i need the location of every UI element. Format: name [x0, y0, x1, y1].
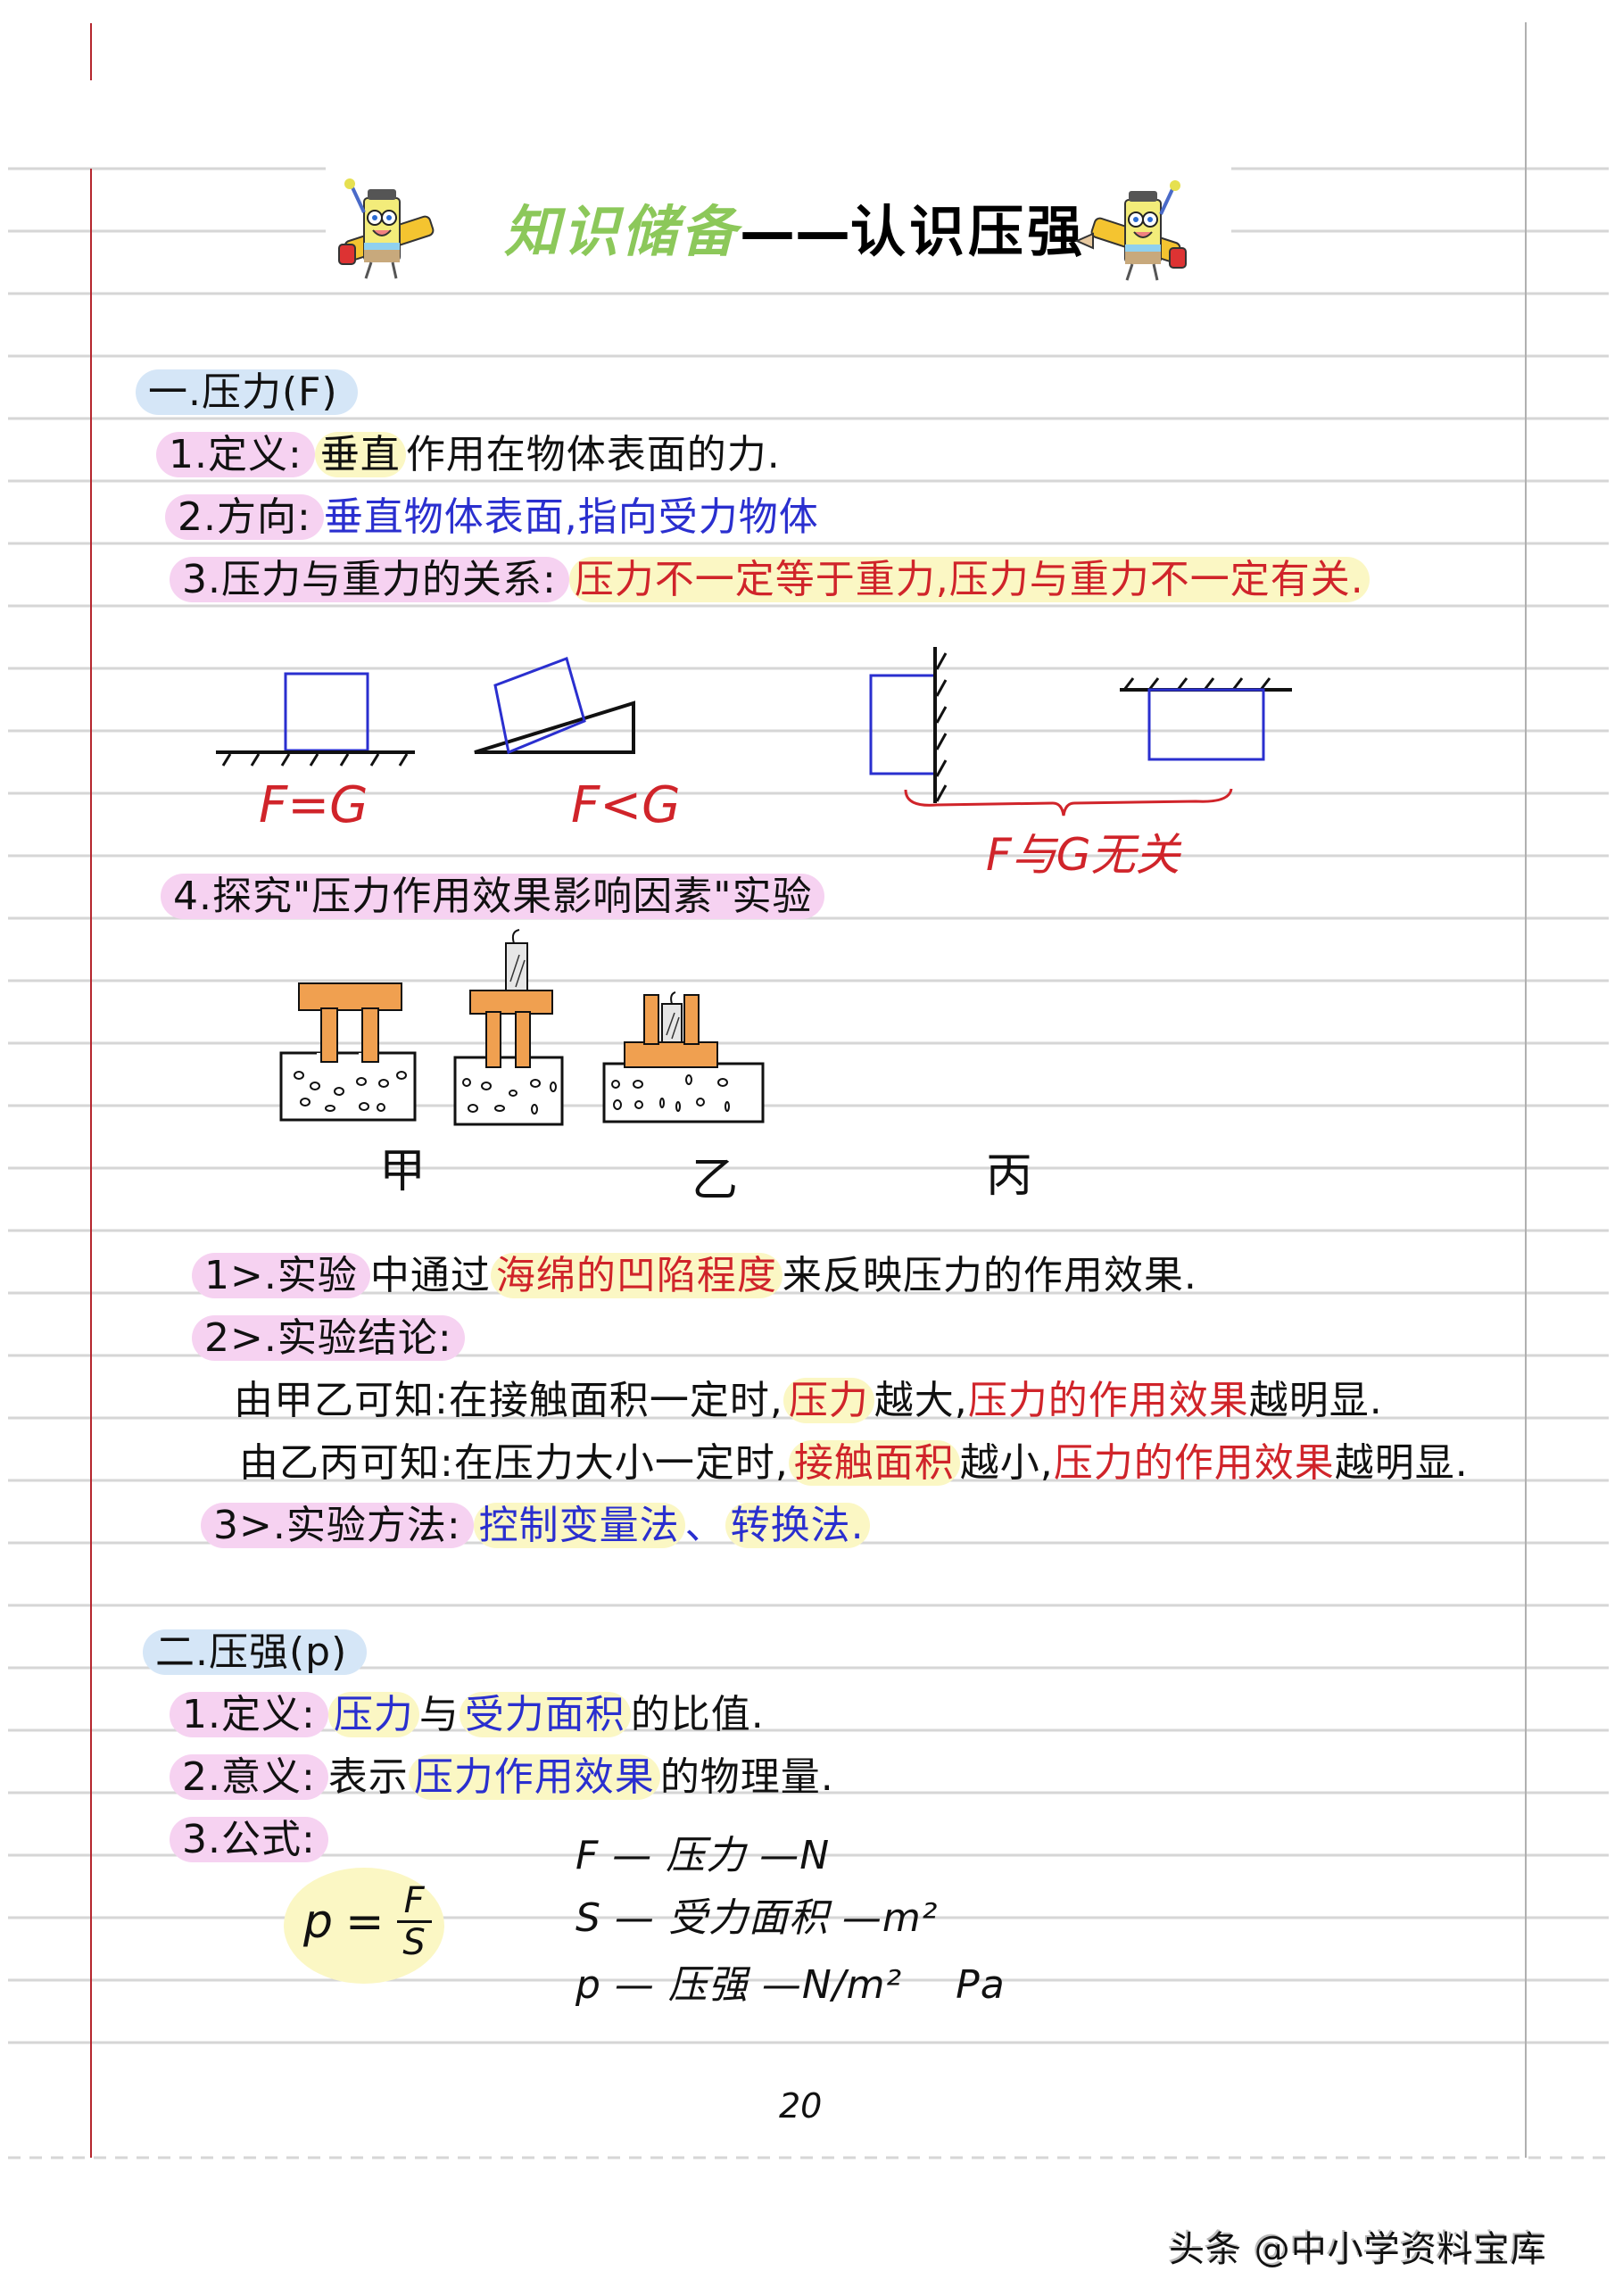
point-1-highlight: 海绵的凹陷程度 — [490, 1253, 783, 1298]
section-2-title: 二.压强(p) — [143, 1629, 368, 1675]
method-conversion: 转换法. — [725, 1503, 870, 1548]
diagram-flat-surface — [216, 672, 415, 767]
relation-row: 3.压力与重力的关系:压力不一定等于重力,压力与重力不一定有关. — [170, 553, 1370, 607]
method-control-variables: 控制变量法 — [473, 1503, 685, 1548]
experiment-point-3: 3>.实验方法:控制变量法、转换法. — [201, 1499, 870, 1553]
pressure-def-rest: 的比值. — [630, 1692, 765, 1737]
definition-highlight: 垂直 — [314, 432, 406, 477]
diagram-vertical-wall — [869, 647, 948, 803]
section-2-heading: 二.压强(p) — [143, 1626, 368, 1679]
figure-jia — [279, 982, 417, 1122]
definition-row: 1.定义:垂直作用在物体表面的力. — [156, 428, 781, 482]
conclusion-1-mid: 越大, — [874, 1378, 968, 1423]
conclusion-2-prefix: 由乙丙可知:在压力大小一定时, — [239, 1440, 789, 1486]
conclusion-2-effect: 压力的作用效果 — [1053, 1440, 1335, 1486]
method-separator: 、 — [684, 1503, 725, 1548]
experiment-point-1: 1>.实验中通过海绵的凹陷程度来反映压力的作用效果. — [192, 1249, 1197, 1303]
page-title: 知识储备——认识压强 — [504, 196, 1086, 268]
title-topic: 认识压强 — [850, 199, 1087, 264]
conclusion-2-highlight-area: 接触面积 — [788, 1440, 960, 1486]
conclusion-1-effect: 压力的作用效果 — [967, 1378, 1249, 1423]
formula-denominator: S — [402, 1922, 426, 1963]
title-knowledge-reserve: 知识储备 — [504, 199, 741, 264]
var-symbol: F — [576, 1833, 600, 1878]
var-alt-unit: Pa — [956, 1962, 1006, 2008]
direction-row: 2.方向:垂直物体表面,指向受力物体 — [165, 491, 819, 544]
diagram-ceiling — [1120, 677, 1292, 761]
relation-text: 压力不一定等于重力,压力与重力不一定有关. — [568, 557, 1370, 602]
conclusion-1-suffix: 越明显. — [1248, 1378, 1383, 1423]
var-unit: N/m² — [801, 1962, 903, 2008]
conclusion-1-prefix: 由甲乙可知:在接触面积一定时, — [234, 1378, 783, 1423]
formula-highlight — [284, 1868, 444, 1984]
figure-label-jia: 甲 — [379, 1145, 426, 1198]
pressure-formula-label: 3.公式: — [170, 1817, 328, 1862]
var-name: 受力面积 — [667, 1895, 829, 1941]
var-name: 压强 — [667, 1962, 749, 2008]
point-3-label: 3>.实验方法: — [201, 1503, 474, 1548]
pressure-meaning-row: 2.意义:表示压力作用效果的物理量. — [170, 1751, 834, 1804]
spongebob-pencil-icon — [337, 177, 451, 284]
experiment-title: 4.探究"压力作用效果影响因素"实验 — [161, 874, 825, 919]
var-symbol: S — [576, 1895, 601, 1941]
pressure-def-and: 与 — [418, 1692, 460, 1737]
figure-bing — [602, 991, 765, 1123]
direction-text: 垂直物体表面,指向受力物体 — [323, 494, 819, 540]
figure-label-bing: 丙 — [986, 1149, 1033, 1203]
var-unit: N — [799, 1833, 831, 1878]
title-separator: —— — [740, 199, 851, 264]
experiment-point-2: 2>.实验结论: — [192, 1312, 465, 1365]
formula-fraction: F S — [396, 1881, 432, 1963]
pressure-meaning-rest: 的物理量. — [659, 1754, 834, 1800]
label-f-independent-of-g: F与G无关 — [986, 829, 1180, 881]
definition-label: 1.定义: — [156, 432, 315, 477]
pressure-meaning-label: 2.意义: — [170, 1754, 328, 1800]
point-1-label: 1>.实验 — [192, 1253, 370, 1298]
section-1-title: 一.压力(F) — [136, 369, 358, 415]
formula-numerator: F — [396, 1881, 432, 1923]
spongebob-pencil-icon — [1074, 178, 1189, 286]
pressure-def-force: 压力 — [327, 1692, 419, 1737]
definition-text: 作用在物体表面的力. — [405, 432, 781, 477]
conclusion-2-suffix: 越明显. — [1334, 1440, 1469, 1486]
formula-lhs: p — [303, 1894, 334, 1949]
pressure-def-area: 受力面积 — [459, 1692, 631, 1737]
var-name: 压力 — [666, 1833, 747, 1878]
force-diagrams — [216, 647, 1292, 803]
pressure-formula-row: 3.公式: — [170, 1813, 328, 1867]
pressure-meaning-prefix: 表示 — [327, 1754, 409, 1800]
formula-equals: = — [345, 1894, 385, 1949]
pressure-definition-row: 1.定义:压力与受力面积的比值. — [170, 1688, 765, 1742]
point-2-label: 2>.实验结论: — [192, 1315, 465, 1361]
var-symbol: p — [576, 1962, 601, 2008]
point-1-text-after: 来反映压力的作用效果. — [782, 1253, 1197, 1298]
var-unit: m² — [882, 1895, 939, 1941]
conclusion-2-mid: 越小, — [959, 1440, 1054, 1486]
variable-area: S — 受力面积 —m² — [576, 1895, 939, 1941]
label-f-equals-g: F=G — [259, 776, 368, 834]
direction-label: 2.方向: — [165, 494, 324, 540]
conclusion-line-1: 由甲乙可知:在接触面积一定时,压力越大,压力的作用效果越明显. — [234, 1374, 1383, 1428]
pressure-formula: p = F S — [303, 1881, 432, 1962]
relation-label: 3.压力与重力的关系: — [170, 557, 569, 602]
label-f-less-than-g: F<G — [571, 776, 681, 834]
page-number: 20 — [779, 2086, 823, 2126]
pressure-definition-label: 1.定义: — [170, 1692, 328, 1737]
pressure-meaning-highlight: 压力作用效果 — [408, 1754, 660, 1800]
figure-label-yi: 乙 — [691, 1154, 739, 1207]
experiment-heading: 4.探究"压力作用效果影响因素"实验 — [161, 870, 825, 924]
watermark: 头条 @中小学资料宝库 — [1169, 2229, 1547, 2270]
diagram-incline — [474, 657, 635, 755]
conclusion-line-2: 由乙丙可知:在压力大小一定时,接触面积越小,压力的作用效果越明显. — [239, 1437, 1469, 1490]
variable-force: F — 压力 —N — [576, 1833, 831, 1878]
figure-yi — [453, 929, 564, 1126]
conclusion-1-highlight-force: 压力 — [783, 1378, 874, 1423]
sponge-experiment-diagrams — [279, 929, 765, 1126]
curly-brace-icon — [904, 788, 1233, 816]
point-1-text-before: 中通过 — [369, 1253, 491, 1298]
section-1-heading: 一.压力(F) — [136, 366, 358, 419]
